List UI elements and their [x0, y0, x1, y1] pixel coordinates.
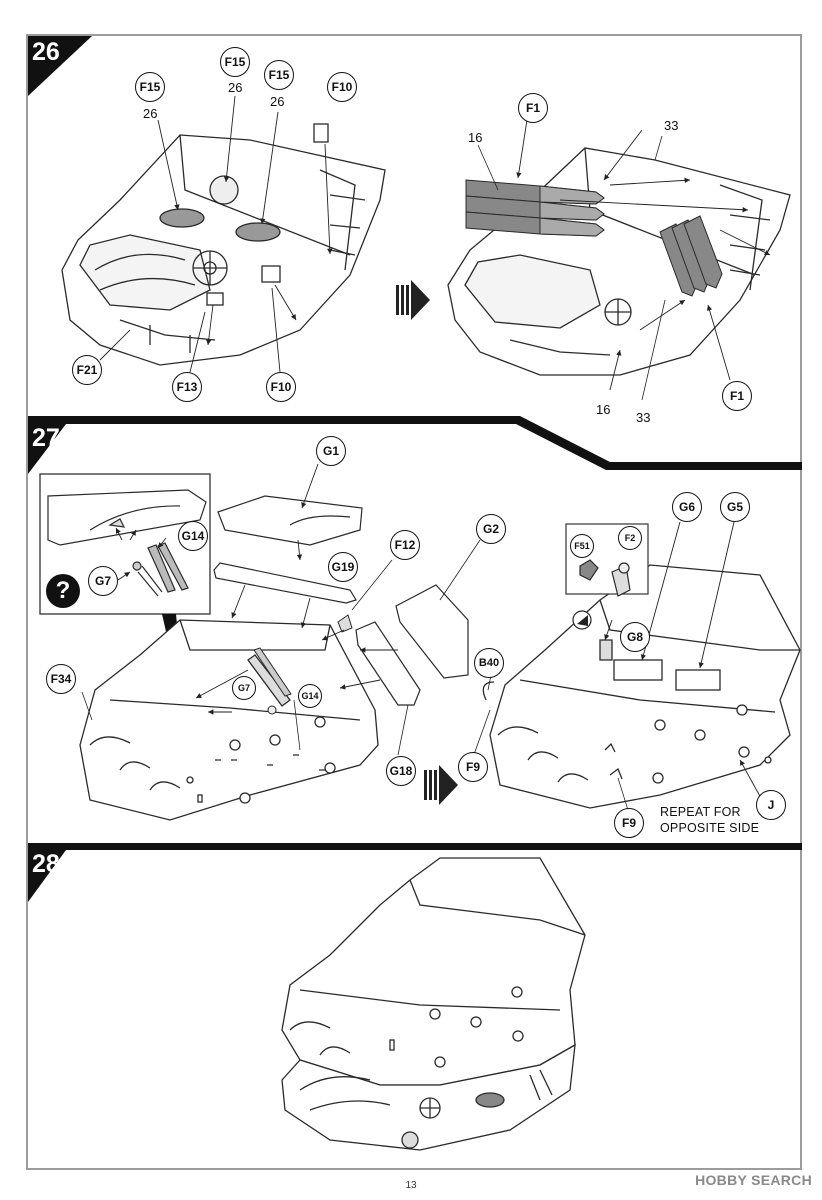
callout-f2: F2 — [618, 526, 642, 550]
step-27-left-callout-leaders — [81, 539, 481, 756]
callout-f9-b: F9 — [614, 808, 644, 838]
qty-26-b: 26 — [228, 80, 243, 95]
step-26-left-callout-leaders — [99, 287, 281, 373]
step-27-number: 27 — [32, 424, 60, 452]
callout-f1-a: F1 — [518, 93, 548, 123]
qty-33-b: 33 — [636, 410, 651, 425]
callout-g7: G7 — [232, 676, 256, 700]
callout-f15-c: F15 — [264, 60, 294, 90]
callout-f10-b: F10 — [266, 372, 296, 402]
step-26-right-leaders — [516, 119, 771, 391]
page-frame — [26, 34, 802, 1170]
step-26-qty-leaders — [477, 135, 666, 401]
callout-g18: G18 — [386, 756, 416, 786]
step-26-ammo-rounds-16 — [465, 179, 605, 237]
step-27-upper-hull-left — [79, 619, 379, 821]
callout-f1-b: F1 — [722, 381, 752, 411]
qty-16-a: 16 — [468, 130, 483, 145]
step-27-part-g18 — [355, 621, 421, 706]
step-27-part-g19 — [213, 562, 357, 604]
qty-16-b: 16 — [596, 402, 611, 417]
step-26-left-leaders — [157, 95, 333, 346]
repeat-opposite-side-note: REPEAT FOR OPPOSITE SIDE — [660, 805, 760, 835]
callout-g8: G8 — [620, 622, 650, 652]
callout-b40: B40 — [474, 648, 504, 678]
step-27-view-marker — [572, 610, 592, 630]
step-27-part-g7-g14 — [253, 647, 292, 715]
step-26-direction-arrow — [396, 280, 430, 320]
step-27-part-f12 — [337, 614, 353, 633]
warning-question-icon: ? — [46, 574, 80, 608]
callout-f12: F12 — [390, 530, 420, 560]
callout-g5: G5 — [720, 492, 750, 522]
callout-g14-inset: G14 — [178, 521, 208, 551]
hobby-search-watermark: HOBBY SEARCH — [695, 1172, 812, 1188]
callout-f15-a: F15 — [135, 72, 165, 102]
callout-g14: G14 — [298, 684, 322, 708]
callout-g2: G2 — [476, 514, 506, 544]
callout-f9-a: F9 — [458, 752, 488, 782]
step-27-part-g2 — [395, 584, 469, 679]
qty-26-a: 26 — [143, 106, 158, 121]
step-28-assembled-hull — [281, 857, 586, 1151]
page-number: 13 — [405, 1180, 417, 1191]
step-27-direction-arrow — [424, 765, 458, 805]
callout-g1: G1 — [316, 436, 346, 466]
step-26-hull-left — [61, 123, 386, 366]
step-27-upper-hull-right — [482, 564, 801, 809]
callout-g19: G19 — [328, 552, 358, 582]
callout-g6: G6 — [672, 492, 702, 522]
qty-26-c: 26 — [270, 94, 285, 109]
step-26-banner — [28, 36, 92, 96]
callout-f13: F13 — [172, 372, 202, 402]
step-28-banner — [28, 843, 802, 902]
step-27-banner — [28, 416, 802, 474]
warning-question-mark: ? — [55, 577, 71, 604]
step-27-part-g1 — [217, 495, 363, 546]
callout-g7-inset: G7 — [88, 566, 118, 596]
callout-f34: F34 — [46, 664, 76, 694]
step-27-inset-leaders — [115, 527, 167, 581]
step-26-number: 26 — [32, 38, 60, 66]
callout-f21: F21 — [72, 355, 102, 385]
qty-33-a: 33 — [664, 118, 679, 133]
step-26-ammo-rounds-33 — [659, 215, 723, 297]
step-28-number: 28 — [32, 850, 60, 878]
callout-f51: F51 — [570, 534, 594, 558]
callout-j: J — [756, 790, 786, 820]
callout-f15-b: F15 — [220, 47, 250, 77]
step-26-hull-right — [447, 147, 791, 376]
callout-f10-a: F10 — [327, 72, 357, 102]
step-27-left-leaders — [195, 463, 398, 715]
